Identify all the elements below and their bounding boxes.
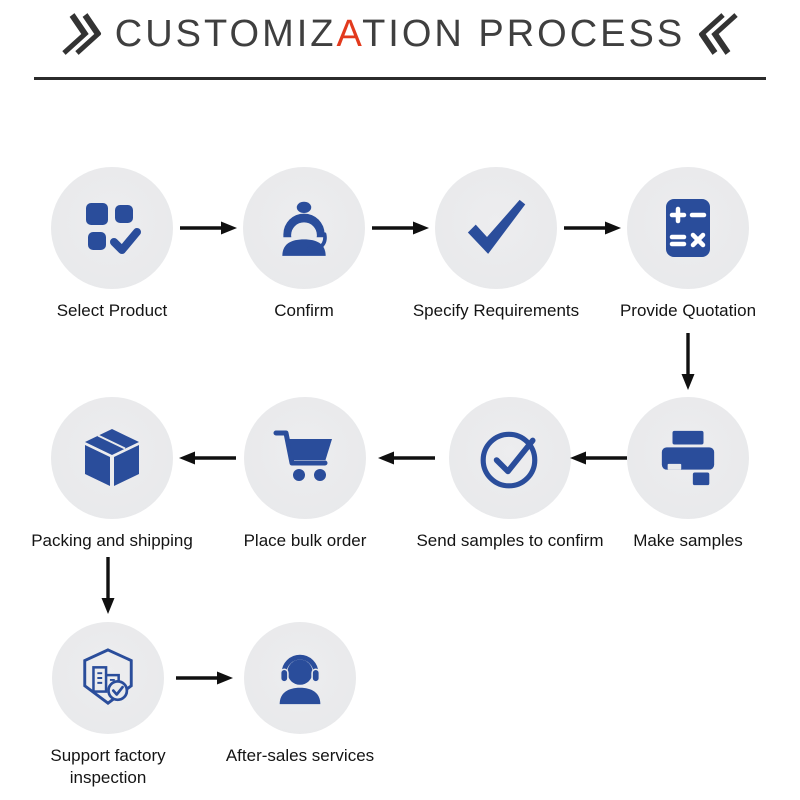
step-circle — [435, 167, 557, 289]
shopping-cart-icon — [273, 430, 332, 481]
step-node-select-product: Select Product — [2, 167, 222, 322]
arrow-right-specify-to-quotation — [564, 221, 621, 235]
step-circle — [51, 167, 173, 289]
arrow-left-samples-to-send — [570, 451, 627, 465]
title-part1: CUSTOMIZ — [114, 12, 337, 55]
checkmark-icon — [467, 199, 526, 254]
product-grid-check-icon — [86, 203, 141, 254]
step-node-factory-inspection: Support factory inspection — [0, 622, 218, 789]
arrow-left-send-to-bulk-order — [378, 451, 435, 465]
step-circle — [449, 397, 571, 519]
title-row: CUSTOMIZATION PROCESS — [0, 10, 800, 58]
step-circle — [627, 167, 749, 289]
step-circle — [51, 397, 173, 519]
title-highlight-letter: A — [336, 12, 363, 55]
step-label: Confirm — [274, 301, 334, 320]
step-label: Provide Quotation — [619, 301, 757, 320]
step-label: Send samples to confirm — [416, 531, 604, 550]
step-node-confirm: Confirm — [194, 167, 414, 322]
calculator-icon — [666, 199, 710, 257]
step-node-after-sales: After-sales services — [190, 622, 410, 767]
package-box-icon — [85, 429, 139, 486]
step-label: Specify Requirements — [412, 301, 580, 320]
step-circle — [52, 622, 164, 734]
step-label: Make samples — [633, 531, 743, 550]
factory-inspection-icon — [83, 648, 133, 706]
step-label: Support factory inspection — [50, 746, 166, 788]
step-circle — [244, 622, 356, 734]
step-node-make-samples: Make samples — [578, 397, 798, 552]
arrow-right-inspection-to-after-sales — [176, 671, 233, 685]
step-label: Place bulk order — [243, 531, 367, 550]
printer-icon — [661, 430, 715, 486]
step-node-specify-requirements: Specify Requirements — [386, 167, 606, 322]
arrow-right-confirm-to-specify — [372, 221, 429, 235]
step-node-provide-quotation: Provide Quotation — [578, 167, 798, 322]
double-chevron-left-icon — [694, 10, 740, 58]
step-label: Packing and shipping — [31, 531, 193, 550]
step-circle — [243, 167, 365, 289]
arrow-down-quotation-to-samples — [681, 333, 695, 390]
arrow-right-select-to-confirm — [180, 221, 237, 235]
title-underline — [34, 77, 766, 80]
step-node-send-samples: Send samples to confirm — [400, 397, 620, 552]
arrow-down-packing-to-inspection — [101, 557, 115, 614]
headset-support-icon — [279, 654, 321, 705]
step-label: After-sales services — [225, 746, 375, 765]
double-chevron-right-icon — [60, 10, 106, 58]
step-node-place-bulk-order: Place bulk order — [195, 397, 415, 552]
step-label: Select Product — [56, 301, 168, 320]
step-circle — [244, 397, 366, 519]
customer-service-icon — [282, 201, 327, 256]
page-title: CUSTOMIZATION PROCESS — [115, 13, 685, 56]
arrow-left-bulk-order-to-packing — [179, 451, 236, 465]
step-node-packing-shipping: Packing and shipping — [2, 397, 222, 552]
step-circle — [627, 397, 749, 519]
title-part2: TION PROCESS — [362, 12, 686, 55]
check-circle-icon — [480, 431, 538, 489]
